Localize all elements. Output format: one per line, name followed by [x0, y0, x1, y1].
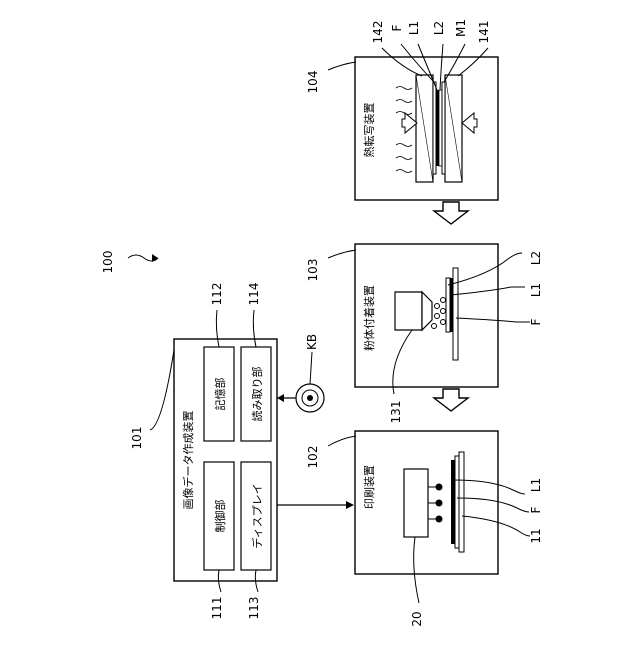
display-ref: 113: [247, 597, 261, 620]
device-to-printer-arrowhead: [346, 501, 354, 509]
ink-drop-3: [436, 516, 443, 523]
kb-leader: [310, 352, 312, 384]
powder-callout-l1: L1: [529, 283, 543, 297]
image-data-device-ref: 101: [130, 427, 144, 450]
transfer-callout-l2: L2: [432, 21, 446, 35]
reader-unit-label: 読み取り部: [250, 367, 264, 422]
kb-ref: KB: [305, 334, 319, 350]
control-unit-label: 制御部: [213, 500, 227, 533]
system-ref-arrowhead: [152, 254, 158, 262]
transfer-callout-142: 142: [371, 21, 385, 44]
transfer-layer-l1: [436, 90, 439, 166]
ref-101-leader: [150, 350, 174, 430]
image-data-device-title: 画像データ作成装置: [181, 411, 195, 510]
transfer-callout-f: F: [390, 24, 404, 31]
transfer-callout-141: 141: [477, 21, 491, 44]
print-callout-l1: L1: [529, 478, 543, 492]
printer-to-powder-arrow: [434, 389, 468, 411]
transfer-callout-l1: L1: [407, 21, 421, 35]
particle: [441, 309, 446, 314]
print-film-f: [455, 456, 459, 548]
storage-unit-label: 記憶部: [213, 378, 227, 411]
particle: [441, 320, 446, 325]
printing-device-ref: 102: [306, 446, 320, 469]
display-label: ディスプレイ: [250, 483, 264, 548]
transfer-medium-m1: [442, 82, 445, 174]
kb-disc-hole: [307, 395, 313, 401]
powder-callout-f: F: [529, 318, 543, 325]
powder-hopper: [395, 292, 422, 330]
ref-104-leader: [328, 62, 356, 70]
ref-103-leader: [328, 250, 356, 258]
control-unit-ref: 111: [210, 597, 224, 620]
powder-layer-l2: [446, 278, 450, 332]
powder-device-ref: 103: [306, 259, 320, 282]
particle: [432, 324, 437, 329]
powder-device-label: 粉体付着装置: [362, 285, 376, 351]
ink-drop-2: [436, 500, 443, 507]
powder-nozzle-ref: 131: [389, 401, 403, 424]
ink-drop-1: [436, 484, 443, 491]
transfer-device-label: 熱転写装置: [363, 103, 376, 158]
system-ref: 100: [101, 251, 115, 274]
kb-arrowhead: [277, 394, 284, 402]
print-layer-l1: [451, 460, 455, 544]
particle: [441, 298, 446, 303]
print-callout-11: 11: [529, 528, 543, 543]
particle: [435, 304, 440, 309]
printing-device-label: 印刷装置: [363, 465, 376, 509]
powder-callout-l2: L2: [529, 251, 543, 265]
storage-unit-ref: 112: [210, 283, 224, 306]
powder-film-f: [453, 268, 458, 360]
transfer-film-f: [433, 82, 436, 174]
print-head-ref: 20: [410, 611, 424, 626]
print-substrate-11: [459, 452, 464, 552]
particle: [435, 314, 440, 319]
ref-102-leader: [328, 436, 356, 446]
print-callout-f: F: [529, 506, 543, 513]
transfer-device-ref: 104: [306, 71, 320, 94]
print-head: [404, 469, 428, 537]
powder-to-transfer-arrow: [434, 202, 468, 224]
reader-unit-ref: 114: [247, 283, 261, 306]
transfer-callout-m1: M1: [454, 19, 468, 37]
